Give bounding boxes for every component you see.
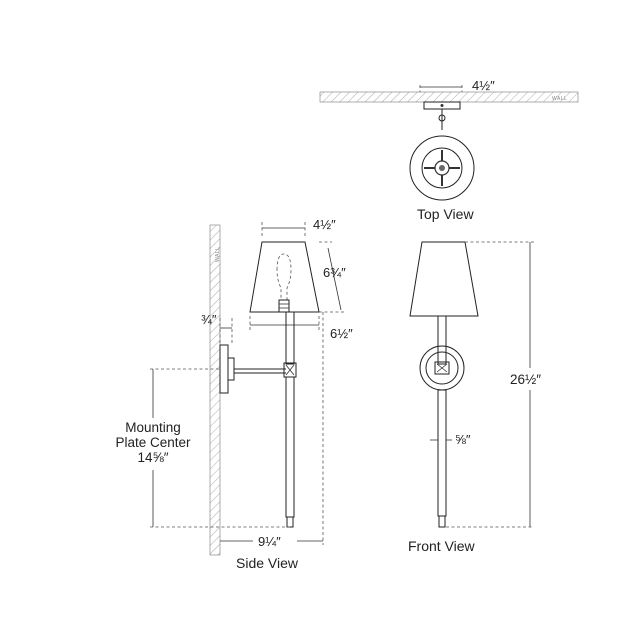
front-shade	[409, 241, 479, 317]
side-view-caption: Side View	[236, 555, 299, 571]
front-rod-lower	[437, 389, 447, 517]
mounting-label-line2: Plate Center	[115, 435, 191, 450]
top-view-caption: Top View	[417, 206, 474, 222]
top-wall-text: WALL	[552, 96, 567, 102]
side-shade-height-dim	[327, 247, 342, 311]
front-view-caption: Front View	[408, 538, 476, 554]
side-extension-bg	[253, 534, 297, 548]
mounting-label-value: 14⅝″	[137, 450, 168, 465]
top-plate-dot	[440, 104, 444, 107]
side-shade-top-label: 4½″	[313, 217, 336, 232]
side-shade	[249, 241, 320, 313]
front-height-label: 26½″	[510, 372, 541, 387]
side-knuckle-x2	[285, 364, 295, 376]
side-view-group: WALL 4½″ 6¾″ 6½″ ¾″	[115, 217, 353, 571]
top-socket-core	[439, 165, 445, 171]
side-shade-height-label: 6¾″	[323, 265, 346, 280]
front-view-group: ⅝″ 26½″ Front View	[408, 241, 541, 554]
side-shade-bottom-label: 6½″	[330, 326, 353, 341]
front-knuckle-x2	[436, 363, 448, 373]
front-knuckle	[434, 361, 450, 375]
side-bulb	[276, 253, 292, 301]
mounting-label-line1: Mounting	[125, 420, 181, 435]
front-rod-label: ⅝″	[455, 432, 471, 447]
top-wall-strip	[319, 91, 579, 103]
side-plate-depth-label: ¾″	[201, 312, 217, 327]
top-shade-inner	[421, 147, 463, 189]
side-wall-text: WALL	[215, 247, 221, 262]
top-arm-knob	[438, 114, 446, 122]
side-extension-label: 9¼″	[258, 534, 281, 549]
side-rod-finial	[286, 516, 294, 528]
top-width-label: 4½″	[472, 78, 495, 93]
side-plate-boss	[227, 357, 235, 381]
side-rod-lower	[285, 376, 295, 518]
side-mounting-plate	[219, 344, 229, 394]
front-rod-upper	[437, 315, 447, 365]
top-view-group: WALL 4½″ Top View	[319, 78, 579, 222]
front-backplate-inner	[425, 351, 459, 385]
side-rod-upper	[285, 311, 295, 365]
side-socket	[278, 299, 290, 313]
front-rod-finial	[438, 515, 446, 528]
top-shade-outer	[409, 135, 475, 201]
side-wall	[209, 224, 221, 556]
